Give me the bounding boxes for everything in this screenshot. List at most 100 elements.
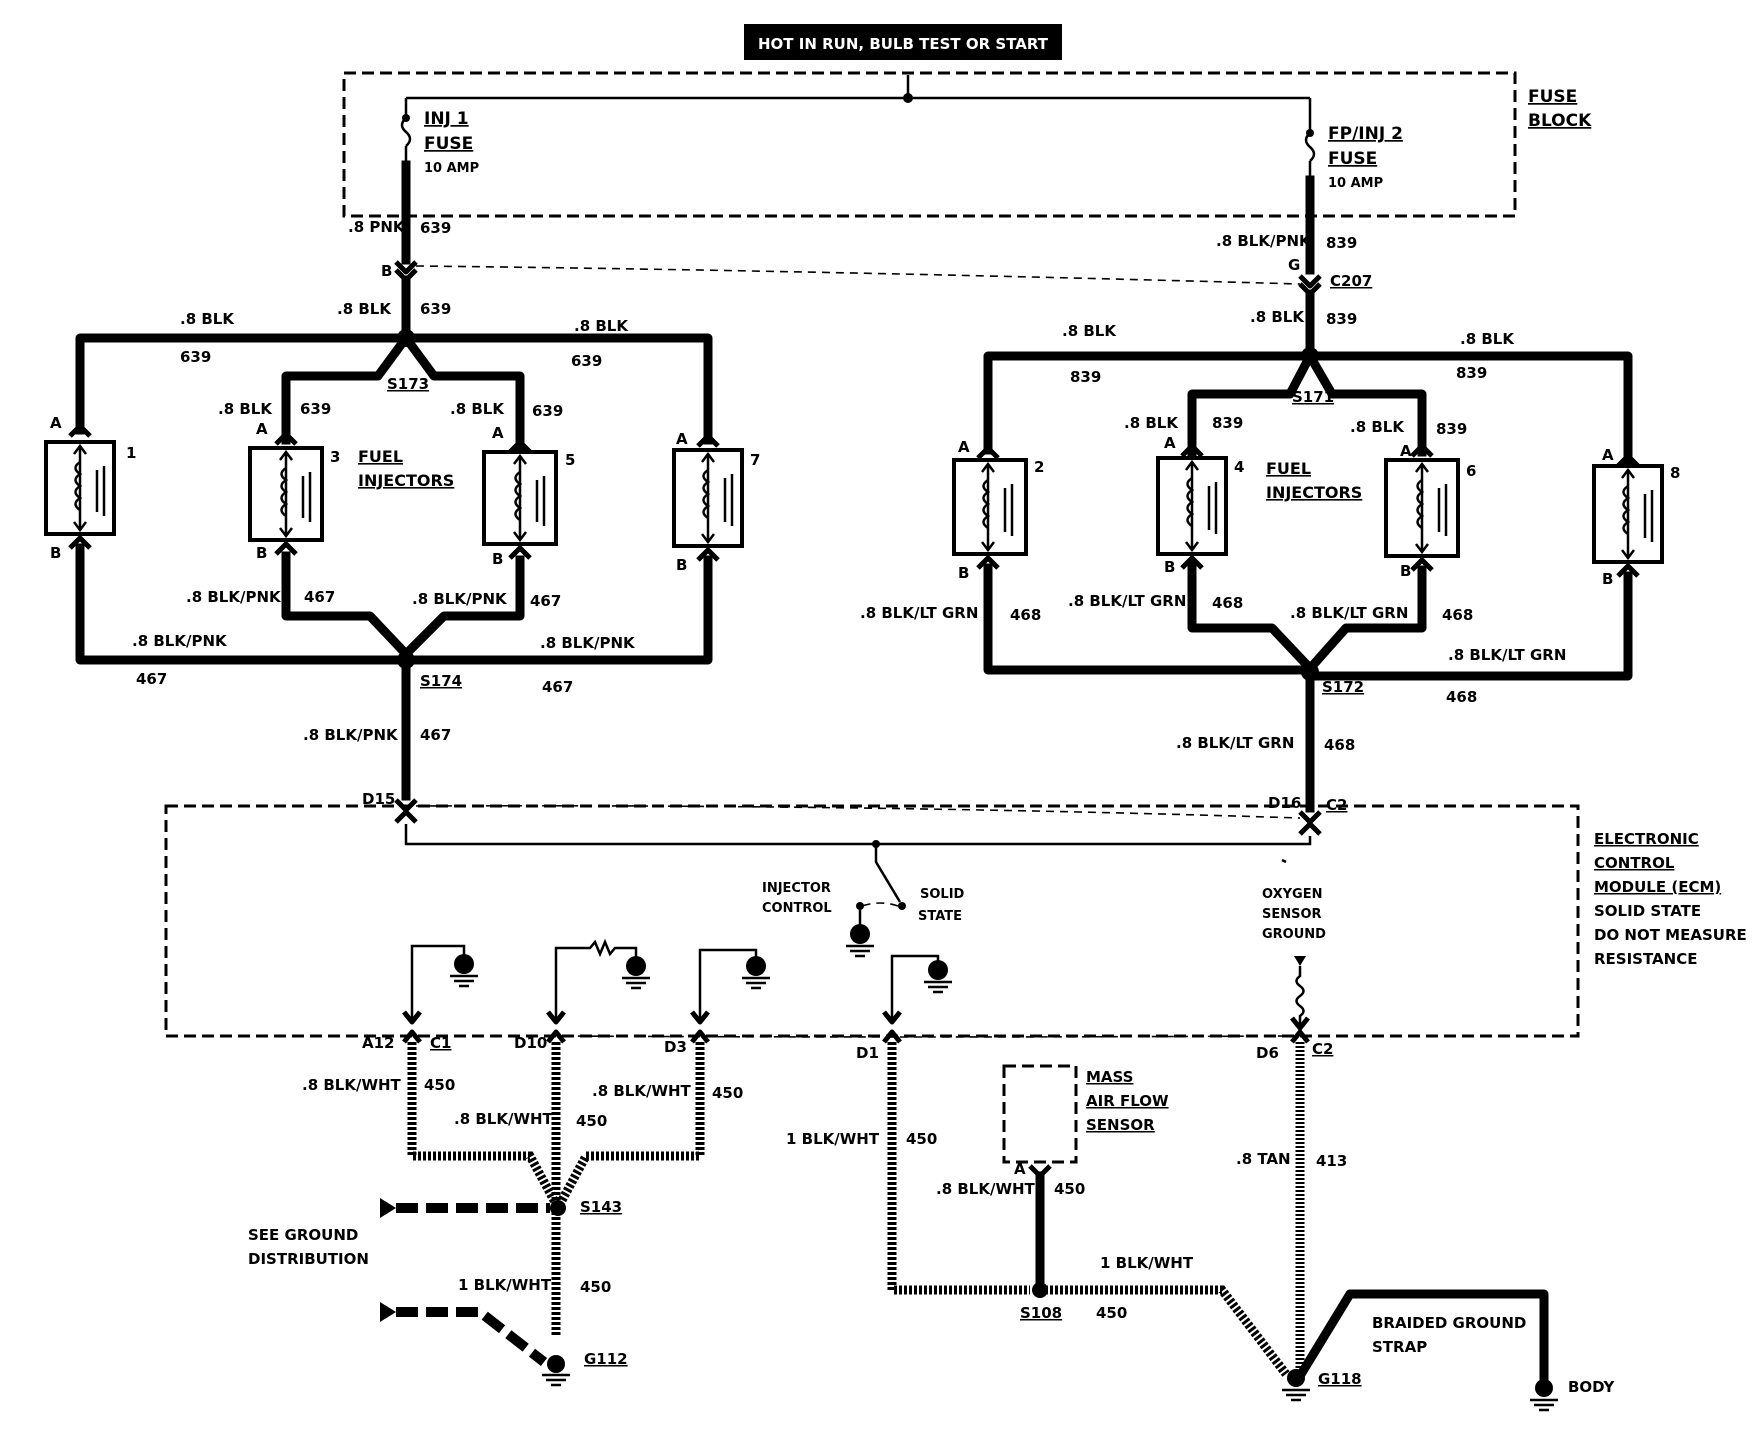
fuse-left-name: INJ 1 (424, 109, 469, 129)
left-injectors-label-2: INJECTORS (358, 471, 454, 490)
right-bottom-outer-left-circuit: 468 (1010, 606, 1041, 624)
right-top-outer-wires (983, 351, 1633, 467)
ground-wire-s108-g118 (1040, 1285, 1290, 1377)
wire-maf-label: .8 BLK/WHT (936, 1180, 1036, 1198)
left-bottom-outer-left-circuit: 467 (136, 670, 167, 688)
splice-s108-label: S108 (1020, 1304, 1062, 1322)
right-return-circuit: 468 (1324, 736, 1355, 754)
ecm-ground-d1 (890, 954, 952, 1018)
right-top-outer-right-wire: .8 BLK (1460, 330, 1515, 348)
splice-s173-label: S173 (387, 375, 429, 393)
inj8-pin-a: A (1602, 446, 1614, 464)
ecm-ground-d3 (698, 948, 770, 1018)
ground-g112-icon (542, 1355, 570, 1387)
right-top-outer-left-wire: .8 BLK (1062, 322, 1117, 340)
ground-g118-icon (1282, 1369, 1310, 1402)
fuse-right-icon (1304, 132, 1316, 162)
left-top-inner-right-circuit: 639 (532, 402, 563, 420)
left-bottom-inner-right-circuit: 467 (530, 592, 561, 610)
fuse-block-outline (342, 71, 1517, 218)
right-bottom-outer-left-wire: .8 BLK/LT GRN (860, 604, 978, 622)
inj6-pin-b: B (1400, 562, 1411, 580)
fuse-block-label-1: FUSE (1528, 87, 1577, 107)
wire-d6-label: .8 TAN (1236, 1150, 1291, 1168)
ecm-injector-bus (404, 824, 1312, 846)
injector-1 (44, 423, 116, 550)
circ-d3-label: 450 (712, 1084, 743, 1102)
inj3-pin-a: A (256, 420, 268, 438)
inj8-number: 8 (1670, 464, 1680, 482)
left-splice-feed-circuit: 639 (420, 300, 451, 318)
inj3-pin-b: B (256, 544, 267, 562)
solid-state-label-2: STATE (918, 909, 962, 924)
right-bottom-outer-right-circuit: 468 (1446, 688, 1477, 706)
injector-control-ground-icon (846, 924, 874, 958)
left-top-inner-wires (281, 331, 525, 453)
inj2-pin-a: A (958, 438, 970, 456)
right-return-wires (983, 561, 1633, 681)
left-bottom-inner-left-circuit: 467 (304, 588, 335, 606)
ground-g112-label: G112 (584, 1350, 628, 1368)
power-label-box (744, 24, 1062, 60)
splice-s172-label: S172 (1322, 678, 1364, 696)
ecm-label-2: CONTROL (1594, 854, 1675, 872)
inj7-number: 7 (750, 451, 760, 469)
conn-c1: C1 (430, 1034, 451, 1052)
left-return-wire-label: .8 BLK/PNK (303, 726, 399, 744)
fuse-block-label-2: BLOCK (1528, 111, 1592, 131)
fuse-block-bus (404, 75, 1312, 133)
injector-control-label-1: INJECTOR (762, 881, 831, 896)
wire-d10-label: .8 BLK/WHT (454, 1110, 554, 1128)
left-top-inner-right-wire: .8 BLK (450, 400, 505, 418)
pin-d10: D10 (514, 1034, 547, 1052)
injector-5 (482, 439, 558, 560)
circ-d10-label: 450 (576, 1112, 607, 1130)
ecm-ground-d10 (554, 938, 650, 1018)
maf-label-1: MASS (1086, 1068, 1133, 1086)
left-injectors-label-1: FUEL (358, 447, 403, 466)
inj8-pin-b: B (1602, 570, 1613, 588)
inj2-number: 2 (1034, 458, 1044, 476)
injector-switch (874, 844, 902, 903)
circ-d6-label: 413 (1316, 1152, 1347, 1170)
ground-wires-s143 (407, 1042, 705, 1336)
left-top-outer-right-circuit: 639 (571, 352, 602, 370)
inj1-pin-b: B (50, 544, 61, 562)
pin-a12: A12 (362, 1034, 394, 1052)
right-connector-pin: G (1288, 256, 1300, 274)
right-splice-feed-wire: .8 BLK (1250, 308, 1305, 326)
inj6-number: 6 (1466, 462, 1476, 480)
splice-s143-label: S143 (580, 1198, 622, 1216)
ecm-outline (164, 804, 1580, 1038)
bus-junction-dot (903, 93, 913, 103)
maf-sensor-box (1002, 1064, 1078, 1164)
o2-ground-label-2: SENSOR (1262, 907, 1322, 922)
left-top-inner-left-wire: .8 BLK (218, 400, 273, 418)
ground-g118-label: G118 (1318, 1370, 1362, 1388)
left-top-inner-left-circuit: 639 (300, 400, 331, 418)
right-bottom-inner-right-wire: .8 BLK/LT GRN (1290, 604, 1408, 622)
circ-d1-label: 450 (906, 1130, 937, 1148)
pin-d6: D6 (1256, 1044, 1279, 1062)
fuse-right-label: FUSE (1328, 149, 1377, 169)
right-bottom-inner-right-circuit: 468 (1442, 606, 1473, 624)
injector-3 (248, 431, 324, 556)
ecm-label-4: SOLID STATE (1594, 902, 1701, 920)
right-bottom-inner-left-wire: .8 BLK/LT GRN (1068, 592, 1186, 610)
injector-8 (1592, 453, 1664, 578)
body-ground-icon (1530, 1379, 1558, 1412)
right-injectors-label-1: FUEL (1266, 459, 1311, 478)
ecm-label-5: DO NOT MEASURE (1594, 926, 1747, 944)
left-splice-feed-wire: .8 BLK (337, 300, 392, 318)
injector-6 (1384, 443, 1460, 572)
wire-s108-g118-label: 1 BLK/WHT (1100, 1254, 1194, 1272)
inj4-pin-a: A (1164, 434, 1176, 452)
left-top-outer-wires (75, 333, 713, 445)
o2-ground-resistor (1295, 966, 1305, 1028)
fuse-left-icon (400, 117, 412, 147)
wire-d1-label: 1 BLK/WHT (786, 1130, 880, 1148)
braided-label-1: BRAIDED GROUND (1372, 1314, 1526, 1332)
inj2-pin-b: B (958, 564, 969, 582)
injector-2 (952, 445, 1028, 570)
left-feed-circuit: 639 (420, 219, 451, 237)
